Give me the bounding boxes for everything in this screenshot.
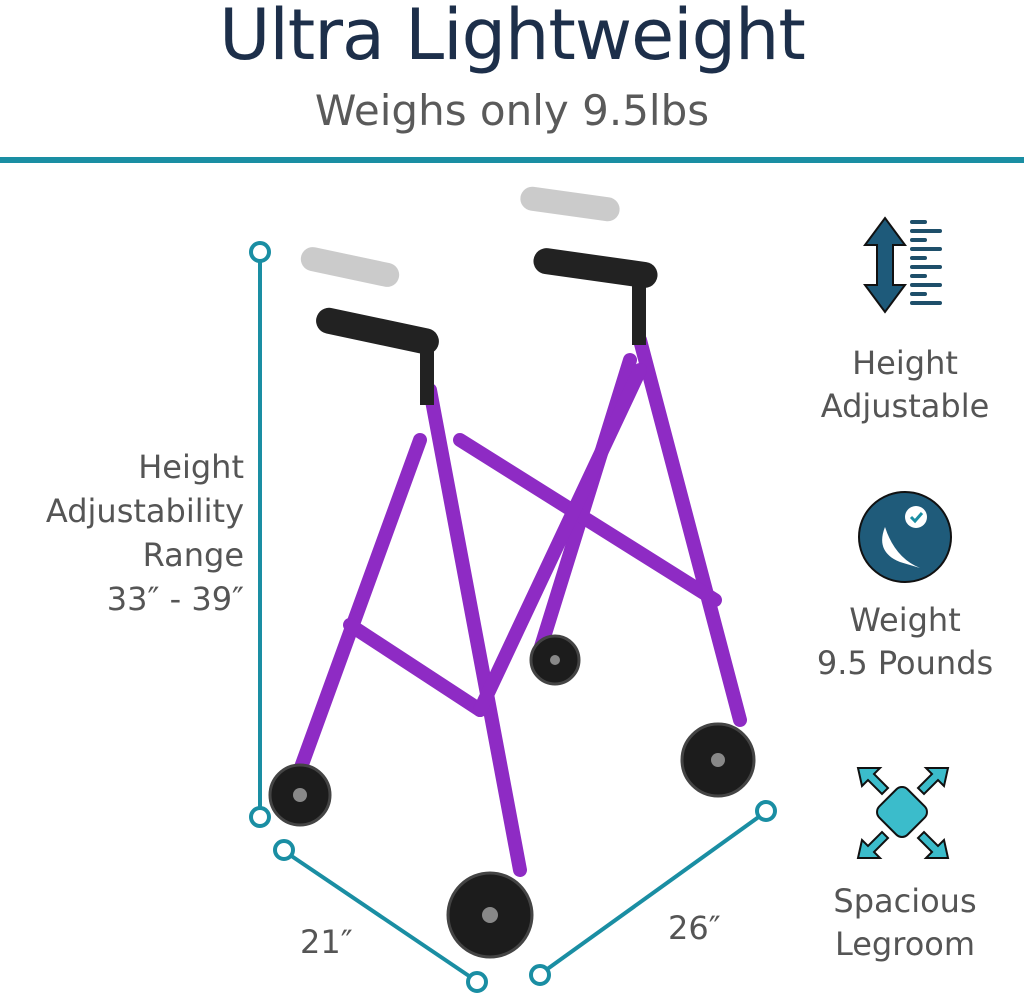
height-label-line: Adjustability [45,492,244,530]
height-label-line: Range [142,536,244,574]
height-label-line: Height [138,448,244,486]
feature-text: Adjustable [820,387,990,425]
feature-text: Height [852,344,958,382]
divider [0,157,1024,163]
feature-text: Legroom [834,925,976,963]
depth-label: 26″ [668,909,721,947]
page-subtitle: Weighs only 9.5lbs [314,86,710,135]
feature-text: 9.5 Pounds [816,644,994,682]
width-label: 21″ [300,923,353,961]
feature-weight: Weight 9.5 Pounds [790,599,1020,685]
height-label-line: 33″ - 39″ [106,580,244,618]
dimension-lines [249,241,777,993]
feature-text: Weight [849,601,961,639]
page-title: Ultra Lightweight [219,0,806,76]
feature-legroom: Spacious Legroom [790,880,1020,966]
feature-text: Spacious [833,882,977,920]
height-range-label: Height Adjustability Range 33″ - 39″ [0,445,244,621]
feature-height-adjustable: Height Adjustable [790,342,1020,428]
